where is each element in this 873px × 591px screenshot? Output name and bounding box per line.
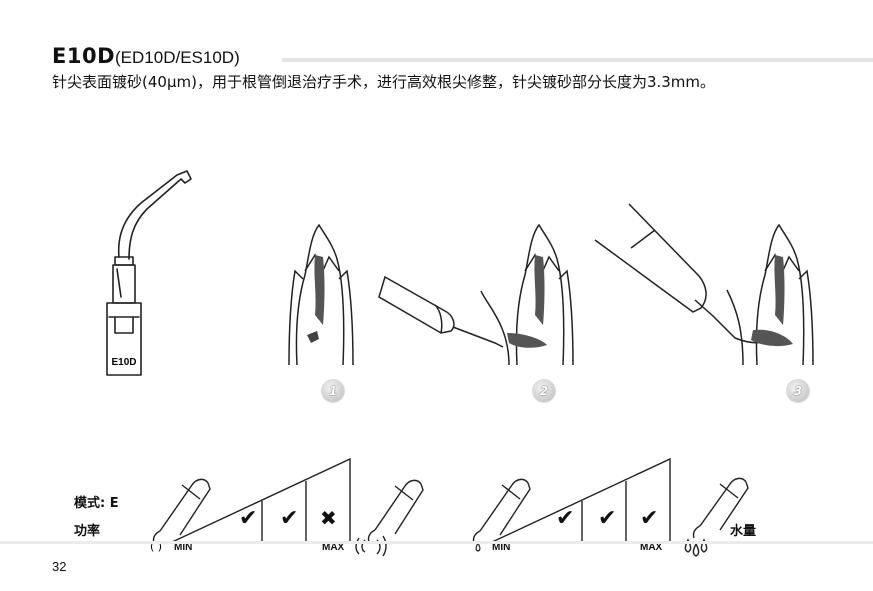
- water-level-2: ✔: [598, 506, 616, 531]
- power-level-2: ✔: [280, 506, 298, 531]
- title-rule: [282, 58, 873, 62]
- footer-rule: [0, 541, 873, 544]
- check-icon: ✔: [598, 506, 617, 531]
- cross-icon: ✖: [320, 506, 337, 530]
- power-min-label: MIN: [174, 542, 193, 553]
- step-badge-3: 3: [787, 380, 809, 402]
- mode-label: 模式: E: [74, 496, 119, 511]
- check-icon: ✔: [239, 506, 258, 531]
- check-icon: ✔: [640, 506, 659, 531]
- water-label: 水量: [730, 524, 757, 539]
- step-badge-1: 1: [322, 380, 344, 402]
- step2-illustration: [378, 223, 574, 366]
- power-label: 功率: [74, 524, 101, 539]
- high-power-handpiece-illustration: [355, 479, 424, 557]
- water-level-3: ✔: [640, 506, 658, 531]
- power-level-3: ✖: [320, 506, 337, 530]
- step1-tooth-illustration: [288, 223, 354, 366]
- check-icon: ✔: [280, 506, 299, 531]
- tip-engraving: E10D: [111, 357, 136, 368]
- page-number: 32: [52, 559, 67, 574]
- step3-illustration: [594, 203, 814, 366]
- water-max-label: MAX: [640, 542, 663, 553]
- power-level-1: ✔: [239, 506, 257, 531]
- power-max-label: MAX: [322, 542, 345, 553]
- description-text: 针尖表面镀砂(40μm)，用于根管倒退治疗手术，进行高效根尖修整，针尖镀砂部分长…: [52, 73, 716, 91]
- step-badge-2: 2: [533, 380, 555, 402]
- high-water-handpiece-illustration: [684, 477, 749, 557]
- water-drop-icon: [475, 541, 481, 552]
- tip-illustration: E10D: [106, 170, 192, 376]
- water-min-label: MIN: [492, 542, 511, 553]
- check-icon: ✔: [556, 506, 575, 531]
- model-variants: (ED10D/ES10D): [115, 48, 240, 67]
- page-title: E10D(ED10D/ES10D): [52, 44, 240, 68]
- water-level-1: ✔: [556, 506, 574, 531]
- model-name: E10D: [52, 44, 116, 68]
